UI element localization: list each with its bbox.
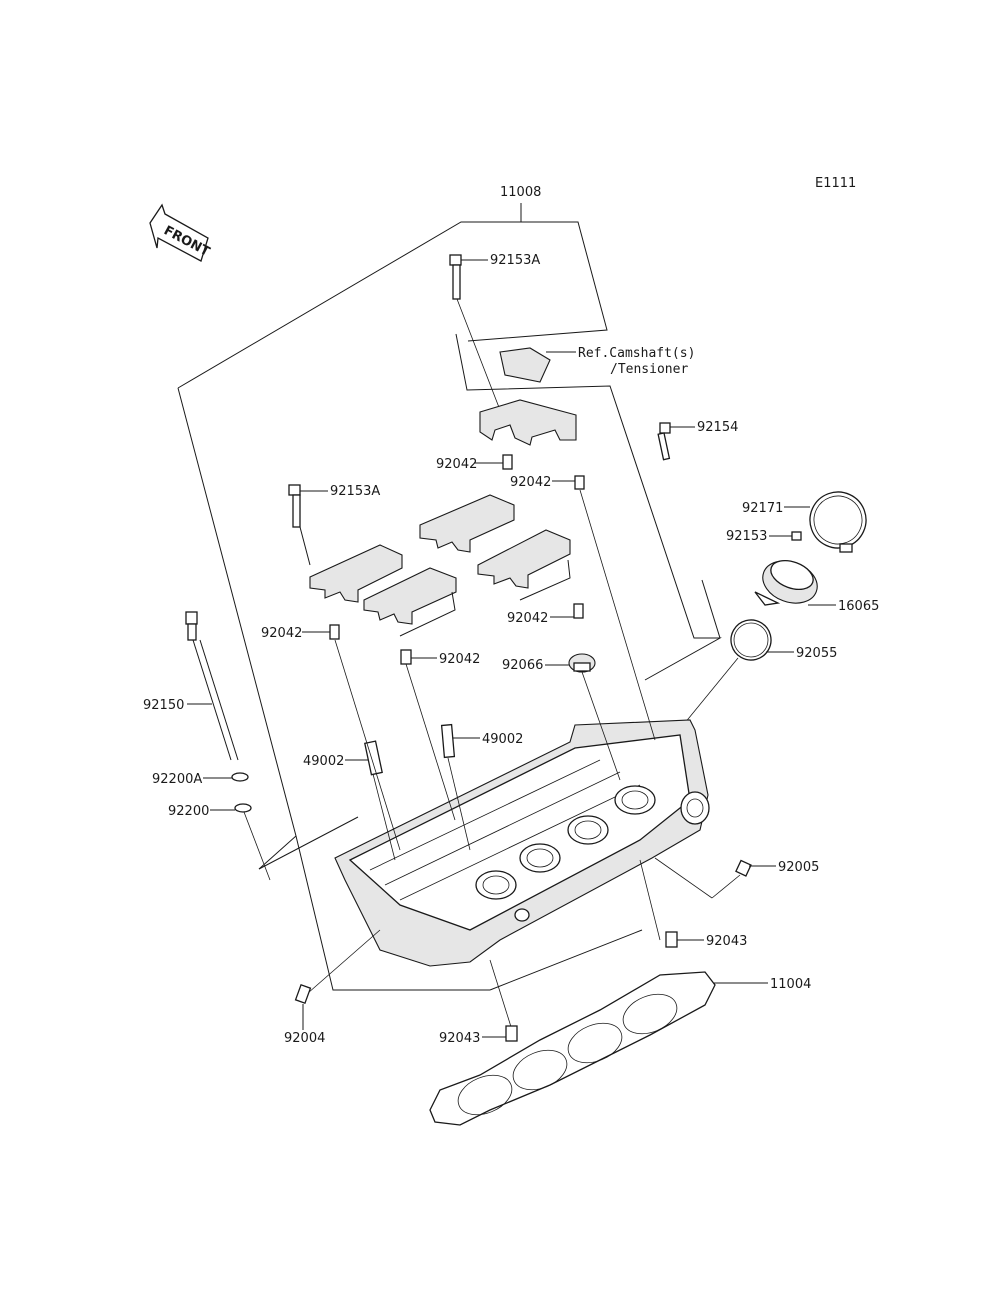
cylinder-head-ports — [475, 785, 656, 900]
oring-92055 — [730, 619, 794, 661]
dowel-92043-bottom — [482, 1025, 518, 1042]
dowel-92042-b — [552, 475, 585, 490]
label-92055: 92055 — [796, 646, 837, 661]
diagram-code: E1111 — [815, 176, 856, 191]
stud-92004 — [294, 983, 312, 1030]
front-arrow-icon: FRONT — [149, 203, 212, 262]
cam-cap-3 — [363, 567, 457, 625]
label-92150: 92150 — [143, 698, 184, 713]
label-92153A-top: 92153A — [490, 253, 540, 268]
label-11008: 11008 — [500, 185, 541, 200]
label-11004: 11004 — [770, 977, 811, 992]
bolt-92153A-left — [288, 484, 328, 528]
label-92200: 92200 — [168, 804, 209, 819]
head-gasket-11004 — [429, 971, 768, 1126]
label-92043-right: 92043 — [706, 934, 747, 949]
bolt-92154 — [657, 422, 695, 461]
dowel-92042-a — [474, 454, 513, 470]
label-92200A: 92200A — [152, 772, 202, 787]
label-92042-a: 92042 — [436, 457, 477, 472]
leader-lines — [243, 489, 713, 1031]
guide-49002-left — [345, 740, 383, 776]
cylinder-head — [334, 719, 710, 967]
label-92004: 92004 — [284, 1031, 325, 1046]
assembly-outline-11008 — [177, 203, 722, 991]
dowel-92042-d — [550, 603, 584, 619]
label-ref-camshaft-2: /Tensioner — [610, 362, 688, 377]
plug-92005 — [711, 859, 776, 899]
label-92043-bottom: 92043 — [439, 1031, 480, 1046]
dowel-92042-c — [302, 624, 340, 640]
ref-bracket — [499, 347, 576, 383]
label-92153A-left: 92153A — [330, 484, 380, 499]
label-92005: 92005 — [778, 860, 819, 875]
label-ref-camshaft-1: Ref.Camshaft(s) — [578, 346, 695, 361]
bolt-92150 — [185, 611, 239, 761]
cam-cap-4 — [477, 529, 571, 589]
label-92066: 92066 — [502, 658, 543, 673]
plug-92066 — [545, 653, 596, 673]
washer-92200 — [210, 803, 252, 813]
screw-92153 — [769, 531, 802, 541]
label-92153: 92153 — [726, 529, 767, 544]
cam-cap-2 — [419, 494, 515, 553]
guide-49002-right — [440, 723, 480, 759]
label-16065: 16065 — [838, 599, 879, 614]
cam-cap-top — [479, 399, 577, 446]
label-92042-c: 92042 — [261, 626, 302, 641]
label-49002-right: 49002 — [482, 732, 523, 747]
label-92042-b: 92042 — [510, 475, 551, 490]
label-92042-d: 92042 — [507, 611, 548, 626]
dowel-92043-right — [665, 931, 704, 948]
label-92042-e: 92042 — [439, 652, 480, 667]
label-92171: 92171 — [742, 501, 783, 516]
label-49002-left: 49002 — [303, 754, 344, 769]
label-92154: 92154 — [697, 420, 738, 435]
washer-92200A — [203, 772, 249, 782]
clamp-92171 — [784, 491, 867, 553]
fitting-16065 — [754, 560, 836, 606]
cam-cap-1 — [309, 544, 403, 603]
dowel-92042-e — [400, 649, 437, 665]
bolt-92153A-top — [449, 254, 488, 300]
